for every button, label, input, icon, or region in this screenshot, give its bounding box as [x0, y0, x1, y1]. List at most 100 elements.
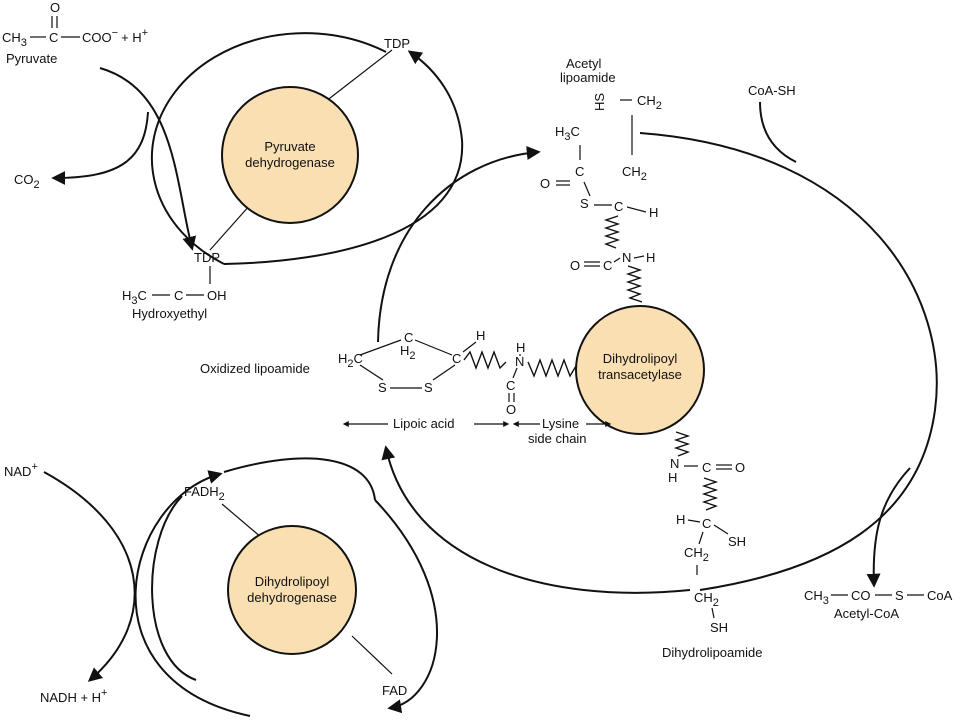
fad-label: FAD	[382, 683, 407, 698]
lipoic-acid-span: Lipoic acid	[342, 416, 510, 431]
acetyl-lipoamide-label-2: lipoamide	[560, 70, 616, 85]
e3-fadh2-link	[221, 503, 263, 539]
oxidized-lipoamide-group: Oxidized lipoamide H2C C H2 C H S S N H …	[200, 328, 577, 417]
e1-cycle: Pyruvate dehydrogenase TDP TDP	[150, 32, 464, 265]
e2-label-line1: Dihydrolipoyl	[603, 351, 678, 366]
co2-release-arrow	[51, 111, 149, 185]
acetyl-lipoamide-bond-6	[583, 181, 591, 197]
oxidized-lipoamide-label: Oxidized lipoamide	[200, 361, 310, 376]
oxidized-lipoamide-chain-2	[527, 358, 577, 378]
e3-label-line2: dehydrogenase	[247, 590, 337, 605]
oxidized-lipoamide-n: N	[515, 354, 524, 369]
oxidized-lipoamide-s1: S	[378, 380, 387, 395]
acetyl-lipoamide-label-1: Acetyl	[566, 56, 602, 71]
dihydrolipoamide-ch-h: H	[676, 512, 685, 527]
acetyl-lipoamide-hs: HS	[592, 93, 607, 111]
e3-label-line1: Dihydrolipoyl	[255, 574, 330, 589]
lysine-span: Lysine side chain	[512, 416, 612, 446]
acetyl-lipoamide-s: S	[580, 196, 589, 211]
oxidized-lipoamide-amide-c: C	[506, 378, 515, 393]
lysine-label-2: side chain	[528, 431, 587, 446]
tdp-top-label: TDP	[384, 36, 410, 51]
e2-right-arc	[639, 132, 938, 591]
pyruvate-dehydrogenase-enzyme	[221, 86, 359, 224]
acetyl-lipoamide-ch2-b: CH2	[622, 164, 647, 183]
acetyl-coa-ch3: CH3	[804, 588, 829, 607]
dihydrolipoamide-bond-6	[698, 531, 704, 545]
dihydrolipoyl-transacetylase-enzyme	[575, 305, 705, 435]
dihydrolipoamide-ch2-b: CH2	[694, 590, 719, 609]
acetyl-lipoamide-bond-12	[633, 255, 645, 259]
pyruvate-o: O	[50, 0, 60, 15]
pyruvate-coo: COO−+ H+	[82, 27, 148, 45]
acetyl-lipoamide-bond-11	[613, 257, 621, 263]
hydroxyethyl-c: C	[174, 288, 183, 303]
acetyl-lipoamide-amide-n: N	[622, 250, 631, 265]
acetyl-lipoamide-group: Acetyl lipoamide HS CH2 CH2 H3C C O S C …	[540, 56, 662, 303]
e3-right-arc-arrow	[374, 499, 438, 714]
dihydrolipoamide-bond-5	[713, 524, 729, 535]
lipoic-acid-label: Lipoic acid	[393, 416, 454, 431]
dihydrolipoamide-chain-1	[673, 431, 691, 457]
acetyl-lipoamide-o: O	[540, 176, 550, 191]
oxidized-lipoamide-h2: H2	[400, 343, 416, 362]
e2-label-line2: transacetylase	[598, 367, 682, 382]
oxidized-lipoamide-ring-3	[432, 364, 456, 381]
pyruvate-ch3: CH3	[2, 30, 27, 49]
acetyl-lipoamide-ch2-a: CH2	[637, 93, 662, 112]
oxidized-lipoamide-chain-1	[463, 350, 507, 370]
e3-top-arc	[223, 457, 376, 501]
e3-inner-arc	[151, 495, 197, 681]
acetyl-lipoamide-c: C	[575, 164, 584, 179]
fadh2-label: FADH2	[184, 484, 225, 503]
oxidized-lipoamide-amide-o: O	[506, 402, 516, 417]
oxidized-lipoamide-ring-5	[414, 339, 453, 356]
dihydrolipoamide-bond-4	[687, 519, 701, 523]
e2-bottom-arc-arrow	[381, 445, 691, 594]
oxidized-lipoamide-bond-ch-h	[462, 341, 477, 353]
e1-right-arc-arrow	[223, 50, 464, 265]
hydroxyethyl-h3c: H3C	[122, 288, 147, 307]
acetyl-lipoamide-bond-8	[626, 206, 647, 213]
acetyl-coa-co: CO	[851, 588, 871, 603]
dihydrolipoamide-o: O	[735, 460, 745, 475]
e1-label-line1: Pyruvate	[264, 139, 315, 154]
pyruvate-to-tdp-arrow	[99, 67, 197, 251]
acetyl-coa-coa: CoA	[927, 588, 953, 603]
acetyl-coa-arrow	[866, 467, 911, 588]
hydroxyethyl-oh: OH	[207, 288, 227, 303]
hydroxyethyl-group: H3C C OH Hydroxyethyl	[122, 266, 227, 321]
oxidized-lipoamide-bond-nc	[512, 367, 518, 379]
acetyl-lipoamide-amide-h: H	[646, 250, 655, 265]
e3-fad-link	[351, 635, 393, 675]
dihydrolipoamide-chain-2	[701, 477, 719, 511]
oxidized-lipoamide-nh: H	[516, 340, 525, 355]
nadh-label: NADH + H+	[40, 687, 107, 705]
acetyl-lipoamide-ch: C	[614, 199, 623, 214]
co2-label: CO2	[14, 172, 40, 191]
dihydrolipoamide-bond-8	[711, 607, 715, 619]
acetyl-lipoamide-h3c: H3C	[555, 124, 580, 143]
dihydrolipoamide-group: H N C O H C SH CH2 CH2 SH Dihydrolipoami…	[662, 431, 762, 660]
e3-cycle: Dihydrolipoyl dehydrogenase FADH2 FAD	[134, 457, 438, 717]
dihydrolipoamide-c: C	[702, 460, 711, 475]
acetyl-lipoamide-chain-1	[603, 215, 621, 249]
acetyl-lipoamide-h: H	[649, 205, 658, 220]
dihydrolipoamide-sh2: SH	[710, 620, 728, 635]
dihydrolipoamide-ch: C	[702, 516, 711, 531]
acetyl-lipoamide-amide-o: O	[570, 258, 580, 273]
oxidized-lipoamide-ch: C	[452, 351, 461, 366]
dihydrolipoamide-h: H	[668, 470, 677, 485]
e1-outer-arc	[150, 32, 387, 265]
oxidized-lipoamide-c: C	[404, 330, 413, 345]
oxidized-lipoamide-h: H	[476, 328, 485, 343]
pyruvate-group: O CH3 C COO−+ H+ Pyruvate	[2, 0, 148, 66]
acetyl-lipoamide-chain-2	[625, 265, 643, 303]
hydroxyethyl-label: Hydroxyethyl	[132, 306, 207, 321]
nad-to-nadh-arrow	[43, 471, 136, 682]
acetyl-lipoamide-amide-c: C	[603, 258, 612, 273]
dihydrolipoamide-n: N	[670, 456, 679, 471]
e2-top-arc-arrow	[377, 146, 541, 343]
dihydrolipoamide-sh: SH	[728, 534, 746, 549]
